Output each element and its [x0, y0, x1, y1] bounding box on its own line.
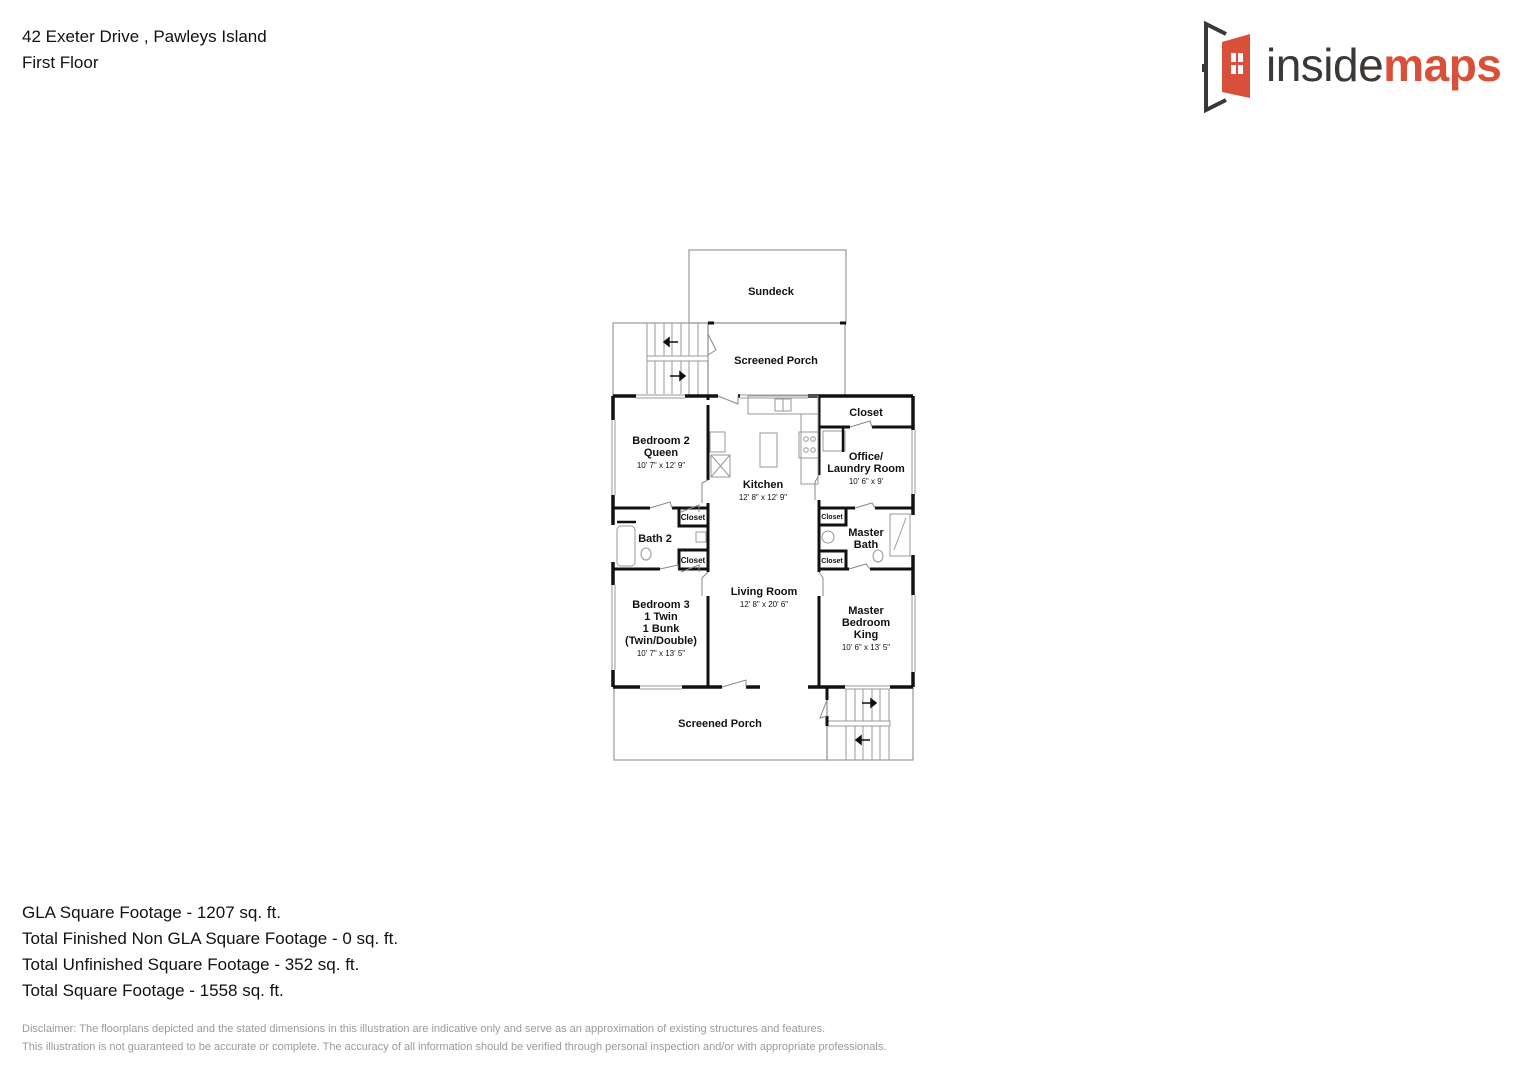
disclaimer-line-1: Disclaimer: The floorplans depicted and … — [22, 1023, 826, 1035]
svg-text:1 Twin: 1 Twin — [644, 611, 678, 623]
room-bedroom-2: Bedroom 2 — [632, 435, 689, 447]
right-arrow-icon — [670, 370, 687, 382]
address-title: 42 Exeter Drive , Pawleys Island — [22, 27, 267, 46]
logo-text-inside: inside — [1266, 39, 1384, 91]
square-footage-summary: GLA Square Footage - 1207 sq. ft. Total … — [22, 900, 398, 1004]
finished-non-gla-footage: Total Finished Non GLA Square Footage - … — [22, 929, 399, 948]
svg-text:Laundry Room: Laundry Room — [827, 463, 905, 475]
logo-text-maps: maps — [1383, 39, 1502, 91]
gla-footage: GLA Square Footage - 1207 sq. ft. — [22, 903, 281, 922]
svg-text:10' 7" x 13' 5": 10' 7" x 13' 5" — [637, 649, 685, 658]
svg-text:King: King — [854, 629, 878, 641]
insidemaps-logo: insidemaps — [1200, 20, 1510, 114]
room-mbath-closet-bottom: Closet — [821, 558, 843, 565]
room-office-laundry: Office/ — [849, 451, 883, 463]
svg-text:(Twin/Double): (Twin/Double) — [625, 635, 697, 647]
room-master-bath: Master — [848, 527, 884, 539]
top-stairs — [646, 323, 709, 396]
room-bedroom-3: Bedroom 3 — [632, 599, 689, 611]
room-labels: Sundeck Screened Porch Closet Bedroom 2 … — [625, 286, 905, 730]
left-arrow-icon — [854, 734, 870, 746]
plan-header: 42 Exeter Drive , Pawleys Island First F… — [22, 24, 267, 76]
room-screened-porch-top: Screened Porch — [734, 355, 818, 367]
floor-label: First Floor — [22, 53, 99, 72]
unfinished-footage: Total Unfinished Square Footage - 352 sq… — [22, 955, 360, 974]
svg-text:10' 7" x 12' 9": 10' 7" x 12' 9" — [637, 461, 685, 470]
svg-text:1 Bunk: 1 Bunk — [643, 623, 681, 635]
svg-text:10' 6" x 9': 10' 6" x 9' — [849, 477, 884, 486]
right-arrow-icon — [862, 697, 878, 709]
room-mbath-closet-top: Closet — [821, 514, 843, 521]
svg-text:Queen: Queen — [644, 447, 679, 459]
room-bath2-closet-top: Closet — [681, 513, 706, 522]
disclaimer-line-2: This illustration is not guaranteed to b… — [22, 1041, 887, 1053]
svg-text:12' 8" x 20' 6": 12' 8" x 20' 6" — [740, 600, 788, 609]
logo-wordmark: insidemaps — [1266, 38, 1502, 92]
left-arrow-icon — [662, 336, 678, 348]
room-kitchen: Kitchen — [743, 479, 784, 491]
room-closet-top: Closet — [849, 407, 883, 419]
room-sundeck: Sundeck — [748, 286, 795, 298]
svg-text:12' 8" x 12' 9": 12' 8" x 12' 9" — [739, 493, 787, 502]
svg-text:Bedroom: Bedroom — [842, 617, 891, 629]
room-screened-porch-bottom: Screened Porch — [678, 718, 762, 730]
interior-walls — [613, 321, 913, 726]
open-door-icon — [1202, 20, 1250, 114]
svg-text:Bath: Bath — [854, 539, 879, 551]
room-master-bedroom: Master — [848, 605, 884, 617]
bottom-stairs — [827, 687, 891, 760]
svg-text:10' 6" x 13' 5": 10' 6" x 13' 5" — [842, 643, 890, 652]
disclaimer: Disclaimer: The floorplans depicted and … — [22, 1020, 886, 1056]
door-swings — [649, 333, 876, 719]
room-bath-2: Bath 2 — [638, 533, 672, 545]
room-living-room: Living Room — [731, 586, 798, 598]
total-footage: Total Square Footage - 1558 sq. ft. — [22, 981, 284, 1000]
room-bath2-closet-bottom: Closet — [681, 556, 706, 565]
kitchen-fixtures — [616, 395, 911, 567]
